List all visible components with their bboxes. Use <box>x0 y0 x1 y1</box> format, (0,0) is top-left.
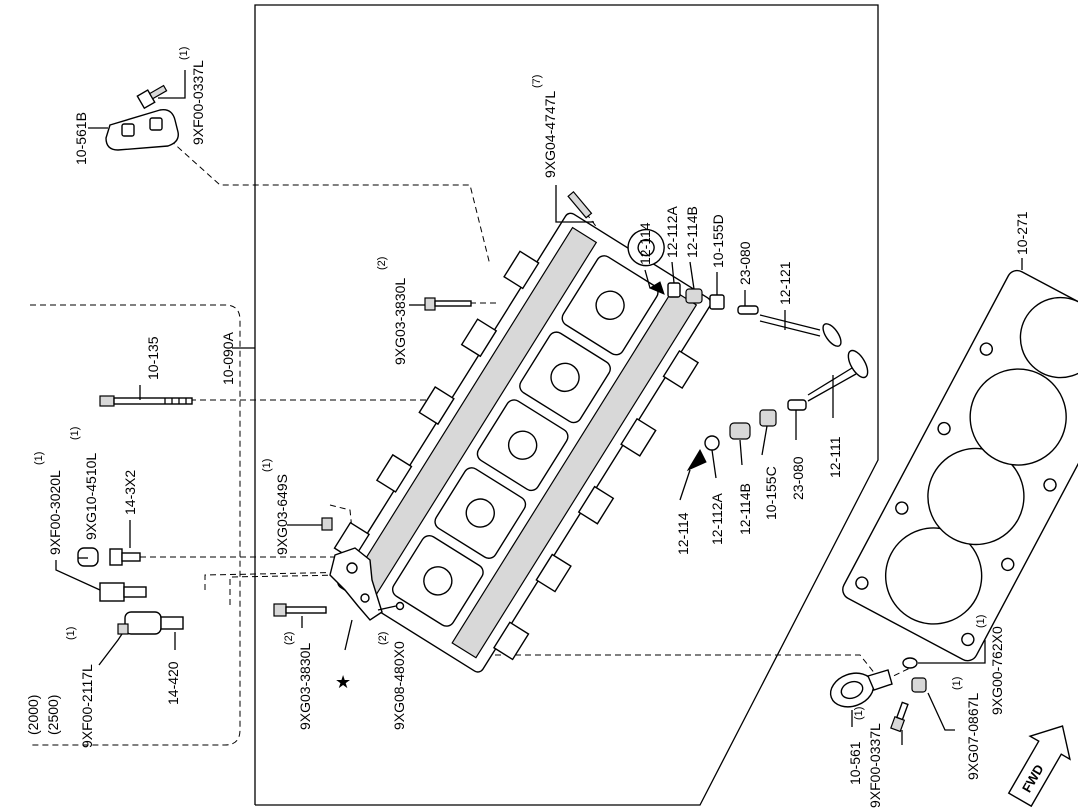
label-9XF00-0337L-bot: 9XF00-0337L <box>867 723 883 808</box>
cylinder-head <box>333 212 712 673</box>
stud-9XG04-4747L <box>567 190 593 219</box>
qty-9XG00-762X0: (1) <box>975 615 987 628</box>
label-12-114-top: 12-114 <box>637 222 653 265</box>
label-10-155C: 10-155C <box>763 466 779 520</box>
label-14-3X2: 14-3X2 <box>122 470 138 515</box>
forward-arrow-icon: FWD <box>1007 725 1071 808</box>
qty-9XF00-3020L: (1) <box>33 452 45 465</box>
label-12-111: 12-111 <box>827 436 843 478</box>
head-bolt-10-135 <box>99 395 193 407</box>
label-12-121: 12-121 <box>777 261 793 305</box>
label-9XG04-4747L: 9XG04-4747L <box>542 91 558 178</box>
qty-9XF00-0337L-top: (1) <box>178 47 190 60</box>
qty-9XG03-649S: (1) <box>261 459 273 472</box>
valve-train-bottom <box>686 349 869 472</box>
label-9XG00-762X0: 9XG00-762X0 <box>989 626 1005 715</box>
label-10-561: 10-561 <box>847 741 863 785</box>
engine-variant-box <box>30 304 241 746</box>
label-12-112A-top: 12-112A <box>664 205 680 258</box>
label-10-155D: 10-155D <box>710 214 726 268</box>
label-23-080-top: 23-080 <box>737 241 753 285</box>
main-assembly-frame <box>254 4 879 806</box>
qty-9XF00-0337L-bot: (1) <box>853 707 865 720</box>
bolt-9XF00-0337L-bot <box>890 701 909 733</box>
qty-9XG03-3830L-top: (2) <box>376 257 388 270</box>
label-12-112A-bot: 12-112A <box>709 492 725 545</box>
washer-9XG00-762X0 <box>902 657 918 669</box>
qty-9XG07-0867L: (1) <box>951 677 963 690</box>
part-labels: 10-561B 9XF00-0337L (1) 9XG04-4747L (7) … <box>25 47 1030 808</box>
gasket-10-561B <box>105 109 179 151</box>
label-9XF00-0337L-top: 9XF00-0337L <box>190 60 206 145</box>
bolt-9XG03-3830L-top <box>424 297 472 311</box>
label-9XG07-0867L: 9XG07-0867L <box>965 693 981 780</box>
label-engine-2000: (2000) <box>25 695 41 735</box>
qty-9XG10-4510L: (1) <box>69 427 81 440</box>
star-marker: ★ <box>335 672 351 692</box>
leader-lines <box>55 70 1023 745</box>
gasket-10-561 <box>829 669 893 708</box>
label-10-135: 10-135 <box>145 336 161 380</box>
label-10-271: 10-271 <box>1014 211 1030 255</box>
head-gasket <box>842 269 1078 662</box>
label-9XG03-3830L-bot: 9XG03-3830L <box>297 643 313 730</box>
qty-9XF00-2117L: (1) <box>65 627 77 640</box>
label-engine-2500: (2500) <box>45 695 61 735</box>
label-9XF00-3020L: 9XF00-3020L <box>47 470 63 555</box>
qty-9XG03-3830L-bot: (2) <box>283 632 295 645</box>
label-14-420: 14-420 <box>165 661 181 705</box>
label-12-114B-top: 12-114B <box>684 206 700 258</box>
label-12-114-bot: 12-114 <box>675 512 691 555</box>
label-9XG10-4510L: 9XG10-4510L <box>83 453 99 540</box>
label-9XF00-2117L: 9XF00-2117L <box>79 664 95 748</box>
bracket-assembly <box>273 517 405 621</box>
label-10-090A: 10-090A <box>220 331 236 385</box>
nut-9XG07-0867L <box>911 677 927 693</box>
label-9XG03-3830L-top: 9XG03-3830L <box>392 278 408 365</box>
label-9XG03-649S: 9XG03-649S <box>274 474 290 555</box>
label-23-080-bot: 23-080 <box>790 456 806 500</box>
variant-parts <box>77 547 184 635</box>
label-12-114B-bot: 12-114B <box>737 483 753 535</box>
qty-9XG08-480X0: (2) <box>377 632 389 645</box>
qty-9XG04-4747L: (7) <box>531 75 543 88</box>
label-9XG08-480X0: 9XG08-480X0 <box>391 641 407 730</box>
label-10-561B: 10-561B <box>73 112 89 165</box>
bolt-9XF00-0337L-top <box>136 84 168 110</box>
